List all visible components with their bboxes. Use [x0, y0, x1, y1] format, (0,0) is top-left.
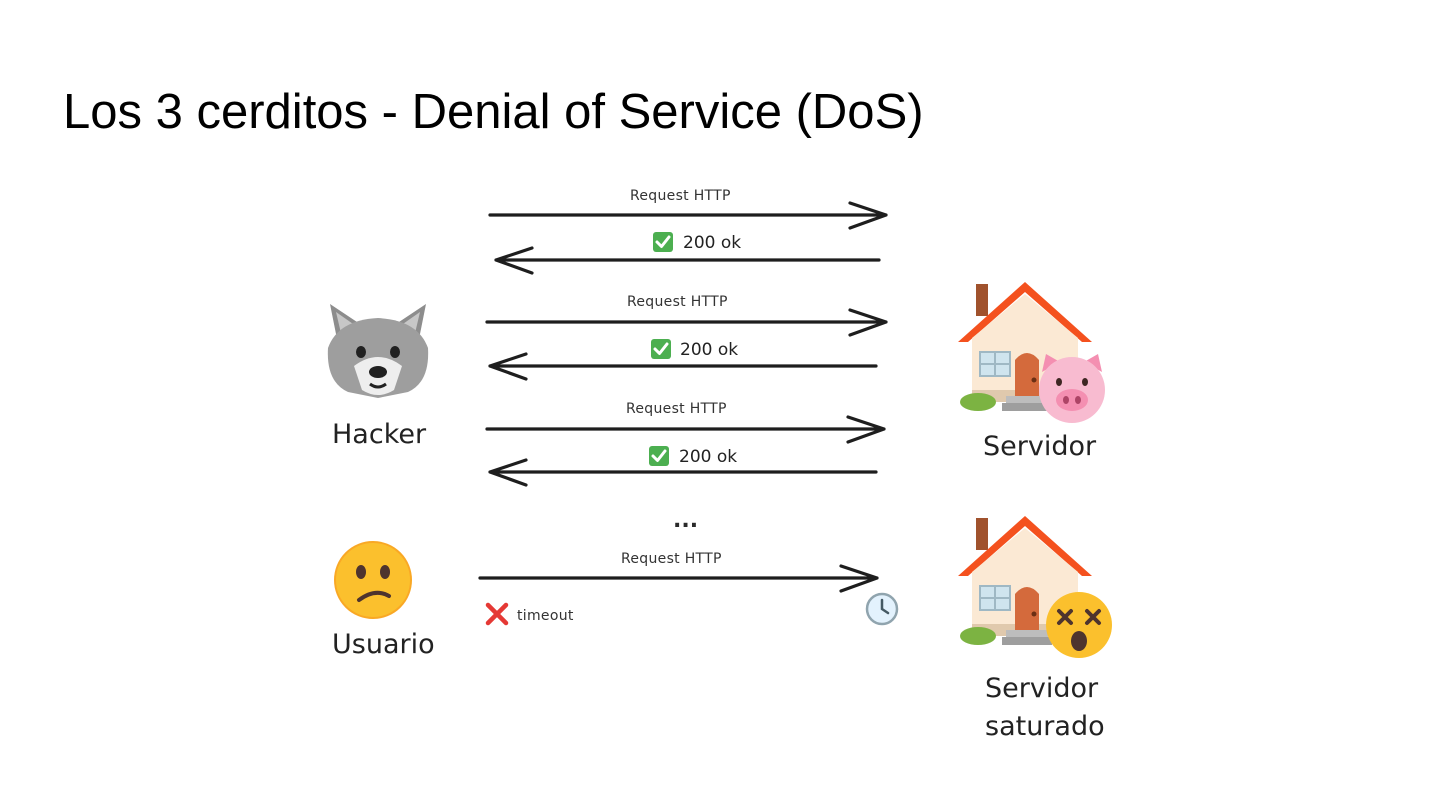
- ellipsis: ...: [673, 508, 698, 533]
- server-saturated-label-line2: saturado: [985, 711, 1105, 742]
- server-saturated-label-line1: Servidor: [985, 673, 1099, 704]
- confused-face-icon: [334, 541, 412, 619]
- check-icon: [651, 339, 671, 359]
- exchange-3: Request HTTP 200 ok: [485, 401, 886, 487]
- request-arrow: [485, 308, 888, 337]
- request-label: Request HTTP: [627, 294, 728, 310]
- request-label: Request HTTP: [626, 401, 727, 417]
- server-label: Servidor: [983, 431, 1097, 462]
- user-label: Usuario: [332, 629, 435, 660]
- request-arrow: [488, 201, 888, 230]
- request-arrow: [478, 564, 879, 593]
- user-request: Request HTTP timeout: [478, 551, 899, 626]
- house-with-dizzy-face-icon: [957, 515, 1112, 658]
- check-icon: [653, 232, 673, 252]
- house-with-pig-icon: [957, 281, 1105, 423]
- response-arrow: [494, 246, 881, 275]
- request-arrow: [485, 415, 886, 444]
- response-arrow: [488, 352, 878, 381]
- clock-icon: [865, 592, 899, 626]
- exchange-1: Request HTTP 200 ok: [488, 188, 888, 275]
- response-label: 200 ok: [679, 447, 737, 467]
- wolf-icon: [327, 304, 429, 398]
- request-label: Request HTTP: [630, 188, 731, 204]
- hacker-label: Hacker: [332, 419, 427, 450]
- response-label: 200 ok: [680, 340, 738, 360]
- exchange-2: Request HTTP 200 ok: [485, 294, 888, 381]
- response-arrow: [488, 458, 878, 487]
- response-label: 200 ok: [683, 233, 741, 253]
- slide-title: Los 3 cerditos - Denial of Service (DoS): [63, 85, 924, 139]
- check-icon: [649, 446, 669, 466]
- request-label: Request HTTP: [621, 551, 722, 567]
- timeout-label: timeout: [517, 608, 574, 624]
- red-x-icon: [485, 602, 509, 626]
